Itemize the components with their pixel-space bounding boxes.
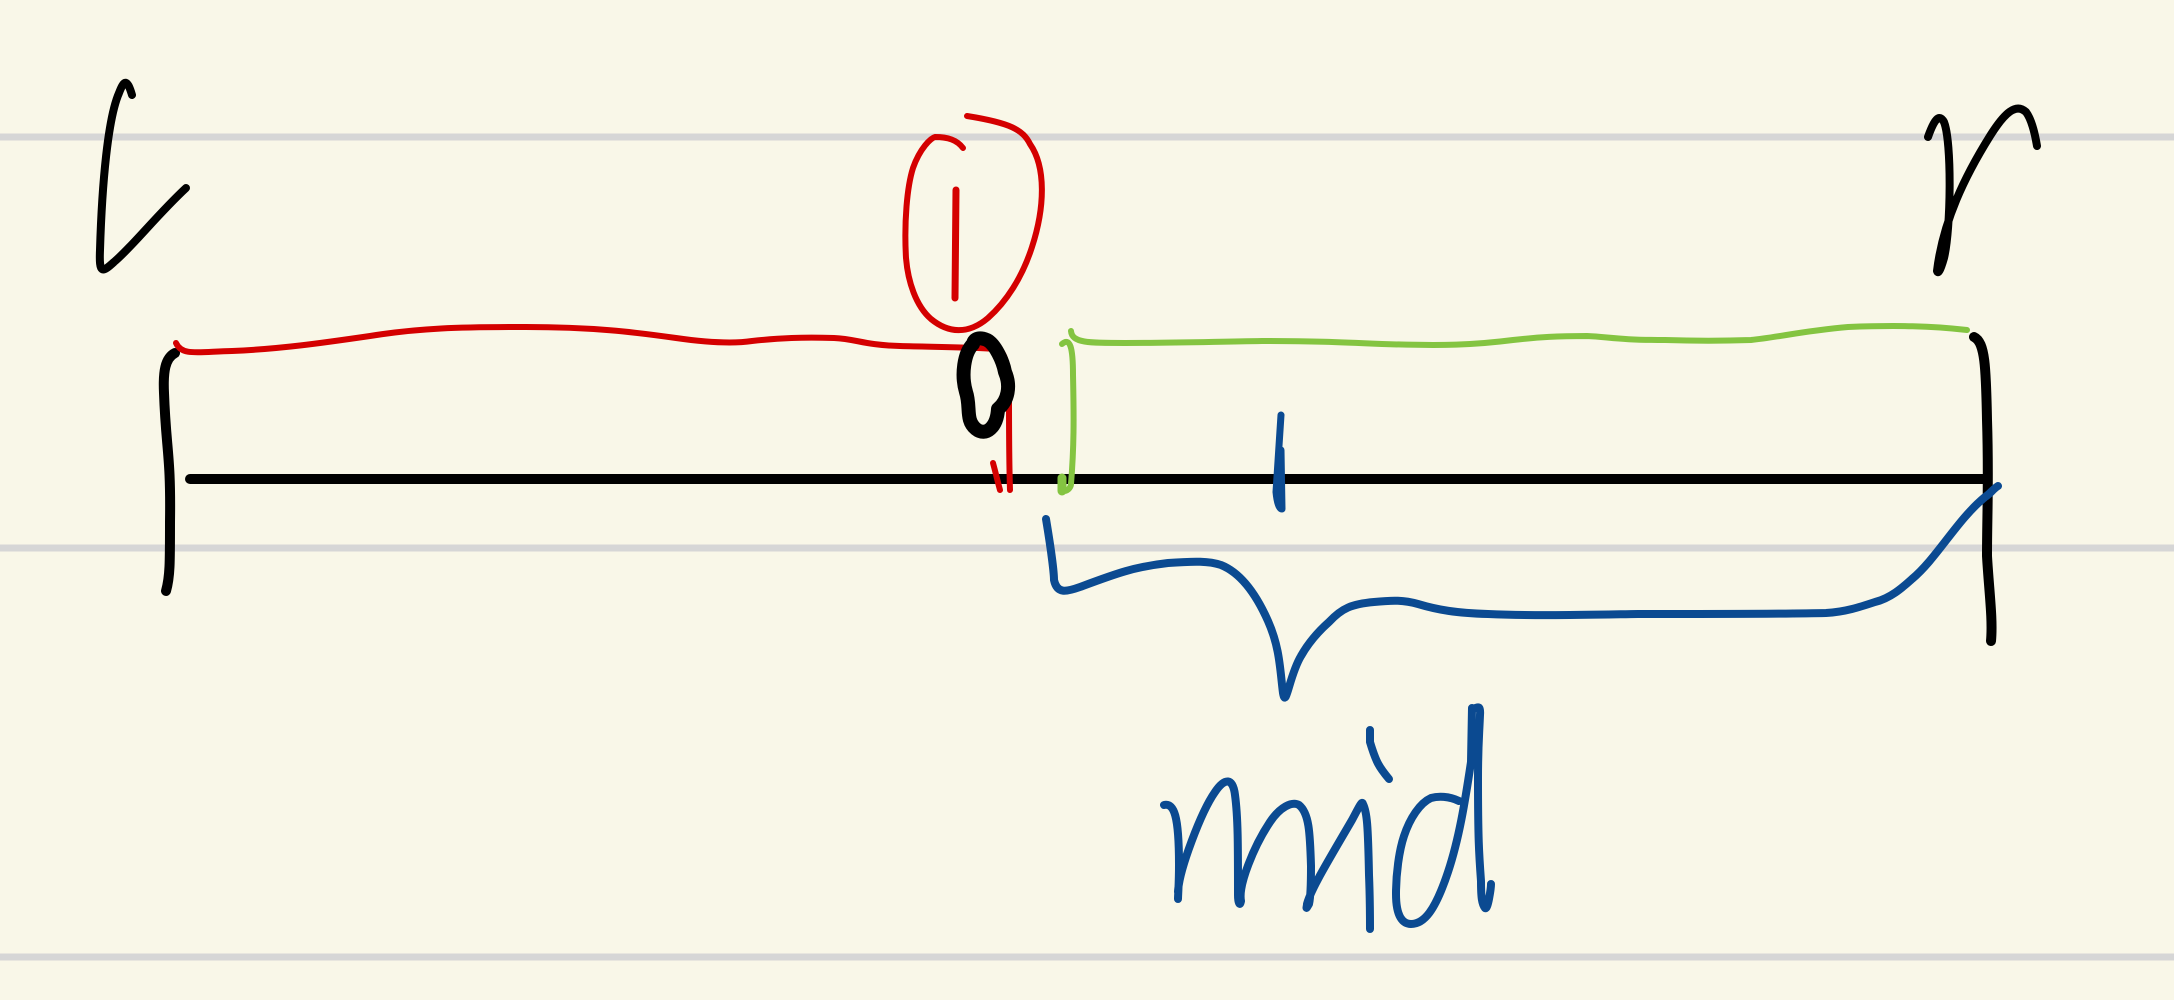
handwritten-mid-label: [1160, 777, 1374, 933]
handwritten-r-label: [1924, 104, 2041, 277]
black-cursor-blob: [956, 331, 1016, 439]
left-boundary-mark: [158, 348, 180, 596]
red-i-loop-marker: [902, 113, 1045, 334]
handwritten-d-letter: [1392, 703, 1495, 928]
red-index-tick: [990, 460, 1003, 493]
handwritten-mid-dot: [1366, 726, 1393, 783]
green-right-region-bracket: [1059, 323, 1970, 494]
handwritten-l-label: [95, 78, 190, 274]
blue-mid-tick: [1272, 411, 1286, 513]
red-i-stem: [951, 186, 960, 302]
blue-mid-brace: [1042, 482, 2002, 702]
red-left-region-bracket: [173, 324, 1013, 493]
